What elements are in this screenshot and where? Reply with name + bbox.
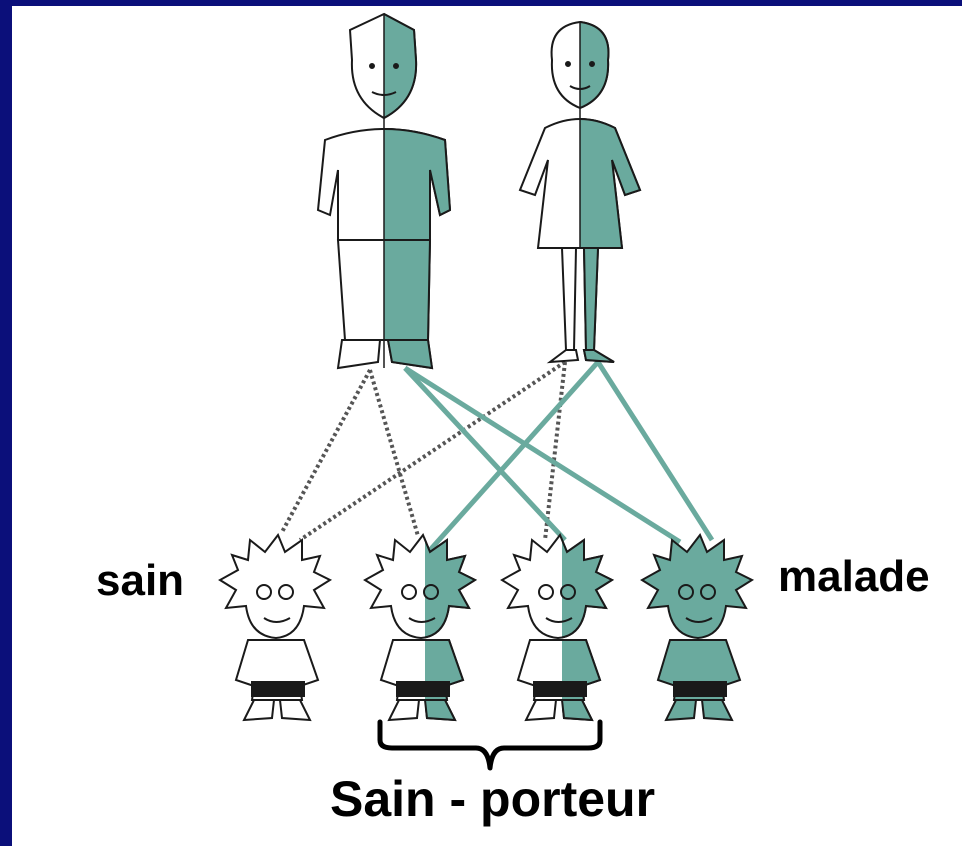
mother-figure: [520, 22, 640, 362]
carrier-brace: [380, 722, 600, 768]
mother-to-child4-line: [598, 362, 712, 540]
inheritance-lines: [282, 362, 712, 550]
child2-figure: [365, 535, 475, 720]
sick-label: malade: [778, 552, 930, 602]
father-to-child1-line: [282, 370, 370, 532]
mother-to-child1-line: [300, 362, 565, 540]
child3-figure: [502, 535, 612, 720]
mother-to-child2-line: [430, 362, 598, 550]
mother-to-child3-line: [545, 362, 565, 540]
healthy-label: sain: [96, 556, 184, 606]
carrier-label: Sain - porteur: [330, 770, 655, 828]
father-figure: [318, 14, 450, 368]
father-to-child2-line: [370, 370, 418, 536]
child4-figure: [642, 535, 752, 720]
child1-figure: [220, 535, 330, 720]
